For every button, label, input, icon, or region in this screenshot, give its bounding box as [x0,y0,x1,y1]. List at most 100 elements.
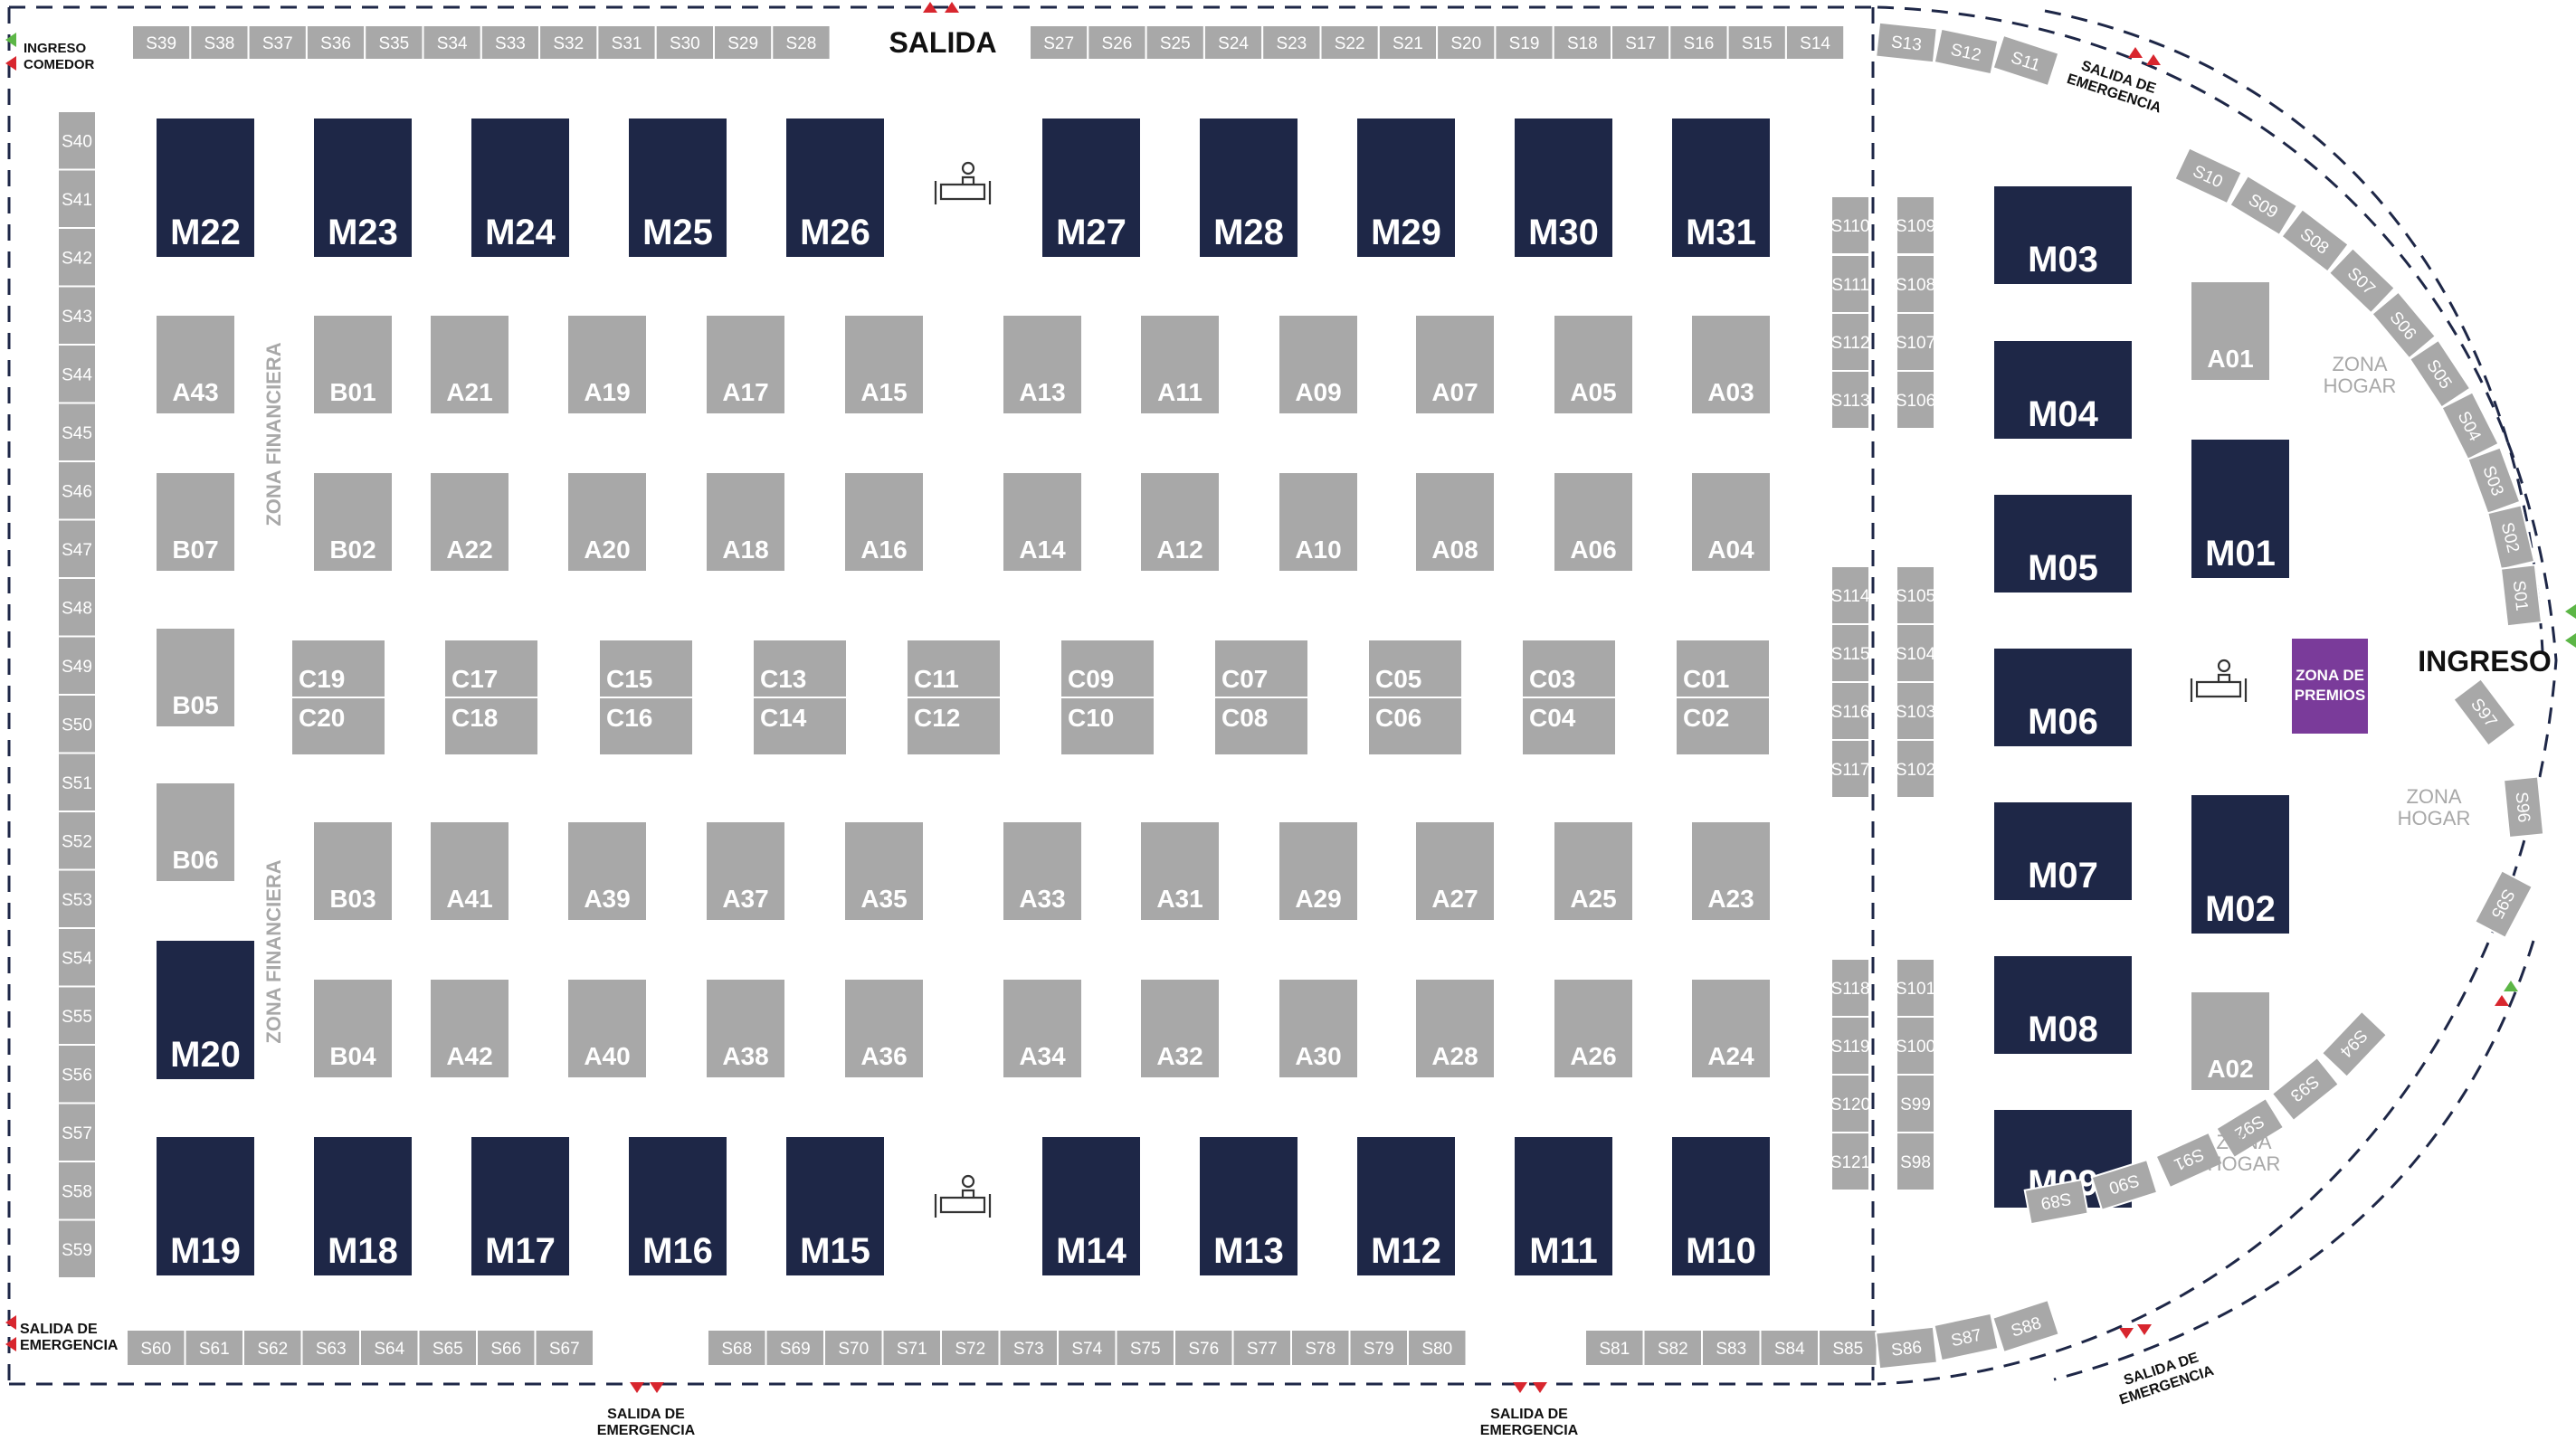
small-stand-s121[interactable]: S121 [1830,1132,1870,1191]
small-stand-box[interactable] [1087,24,1147,61]
small-stand-box[interactable] [1896,1074,1935,1133]
small-stand-box[interactable] [2452,678,2517,747]
stand-a42[interactable]: A42 [431,980,509,1077]
small-stand-s48[interactable]: S48 [57,577,97,638]
stand-box[interactable] [1692,316,1770,413]
stand-box[interactable] [157,783,234,881]
stand-box[interactable] [1060,639,1155,698]
stand-c07[interactable]: C07 [1213,639,1309,698]
small-stand-s92[interactable]: S92 [2215,1096,2286,1160]
small-stand-box[interactable] [1830,565,1870,625]
stand-m20[interactable]: M20 [157,941,254,1079]
stand-c01[interactable]: C01 [1675,639,1771,698]
stand-a19[interactable]: A19 [568,316,646,413]
small-stand-s62[interactable]: S62 [242,1329,303,1367]
stand-a35[interactable]: A35 [845,822,923,920]
small-stand-box[interactable] [1830,254,1870,314]
small-stand-s76[interactable]: S76 [1174,1329,1234,1367]
small-stand-box[interactable] [57,811,97,871]
small-stand-s32[interactable]: S32 [538,24,599,61]
stand-m23[interactable]: M23 [314,119,412,257]
stand-box[interactable] [598,639,694,698]
stand-a20[interactable]: A20 [568,473,646,571]
small-stand-s28[interactable]: S28 [771,24,832,61]
small-stand-s19[interactable]: S19 [1494,24,1554,61]
small-stand-box[interactable] [2467,446,2522,516]
small-stand-box[interactable] [2327,246,2397,315]
stand-box[interactable] [1279,316,1357,413]
small-stand-box[interactable] [57,1102,97,1162]
stand-m28[interactable]: M28 [1200,119,1298,257]
small-stand-s01[interactable]: S01 [2499,564,2543,628]
stand-box[interactable] [1003,980,1081,1077]
stand-b05[interactable]: B05 [157,629,234,726]
small-stand-s96[interactable]: S96 [2502,775,2545,839]
stand-a10[interactable]: A10 [1279,473,1357,571]
stand-a27[interactable]: A27 [1416,822,1494,920]
small-stand-s34[interactable]: S34 [422,24,482,61]
small-stand-s90[interactable]: S90 [2090,1158,2159,1211]
stand-a38[interactable]: A38 [707,980,784,1077]
stand-box[interactable] [845,316,923,413]
small-stand-box[interactable] [2320,1010,2389,1078]
small-stand-box[interactable] [940,1329,1001,1367]
stand-box[interactable] [1994,495,2132,593]
stand-box[interactable] [1042,1137,1140,1275]
stand-box[interactable] [471,119,569,257]
stand-box[interactable] [1554,980,1632,1077]
small-stand-box[interactable] [1896,195,1935,255]
stand-c09[interactable]: C09 [1060,639,1155,698]
small-stand-s05[interactable]: S05 [2408,338,2472,409]
stand-c20[interactable]: C20 [290,697,386,756]
stand-box[interactable] [314,980,392,1077]
small-stand-box[interactable] [1896,565,1935,625]
small-stand-box[interactable] [1830,1132,1870,1191]
small-stand-s111[interactable]: S111 [1830,254,1870,314]
stand-box[interactable] [1675,639,1771,698]
small-stand-s14[interactable]: S14 [1784,24,1846,61]
small-stand-s41[interactable]: S41 [57,168,97,229]
small-stand-box[interactable] [422,24,482,61]
small-stand-box[interactable] [1319,24,1380,61]
small-stand-s31[interactable]: S31 [596,24,657,61]
small-stand-box[interactable] [2499,564,2543,628]
small-stand-s104[interactable]: S104 [1896,623,1936,683]
stand-a31[interactable]: A31 [1141,822,1219,920]
small-stand-s08[interactable]: S08 [2280,207,2350,273]
small-stand-s63[interactable]: S63 [300,1329,361,1367]
small-stand-s98[interactable]: S98 [1896,1132,1935,1191]
small-stand-s50[interactable]: S50 [57,694,97,754]
stand-box[interactable] [568,316,646,413]
small-stand-box[interactable] [1991,1298,2060,1354]
small-stand-s99[interactable]: S99 [1896,1074,1935,1133]
small-stand-s91[interactable]: S91 [2154,1131,2224,1190]
small-stand-s119[interactable]: S119 [1830,1016,1870,1076]
stand-c03[interactable]: C03 [1521,639,1617,698]
stand-box[interactable] [1416,980,1494,1077]
stand-box[interactable] [1994,802,2132,900]
stand-a29[interactable]: A29 [1279,822,1357,920]
stand-box[interactable] [845,980,923,1077]
stand-box[interactable] [314,119,412,257]
stand-m12[interactable]: M12 [1357,1137,1455,1275]
stand-m18[interactable]: M18 [314,1137,412,1275]
small-stand-s81[interactable]: S81 [1584,1329,1645,1367]
stand-m02[interactable]: M02 [2191,795,2289,934]
small-stand-s53[interactable]: S53 [57,868,97,929]
stand-box[interactable] [1357,1137,1455,1275]
stand-c18[interactable]: C18 [443,697,539,756]
stand-m05[interactable]: M05 [1994,495,2132,593]
small-stand-s83[interactable]: S83 [1701,1329,1762,1367]
small-stand-s55[interactable]: S55 [57,985,97,1046]
small-stand-box[interactable] [1875,21,1938,64]
stand-a14[interactable]: A14 [1003,473,1081,571]
small-stand-box[interactable] [2173,147,2243,205]
stand-box[interactable] [157,316,234,413]
small-stand-box[interactable] [189,24,250,61]
small-stand-box[interactable] [823,1329,884,1367]
stand-box[interactable] [314,822,392,920]
stand-box[interactable] [1141,822,1219,920]
small-stand-s20[interactable]: S20 [1436,24,1497,61]
small-stand-s13[interactable]: S13 [1875,21,1938,64]
small-stand-box[interactable] [1896,1132,1935,1191]
